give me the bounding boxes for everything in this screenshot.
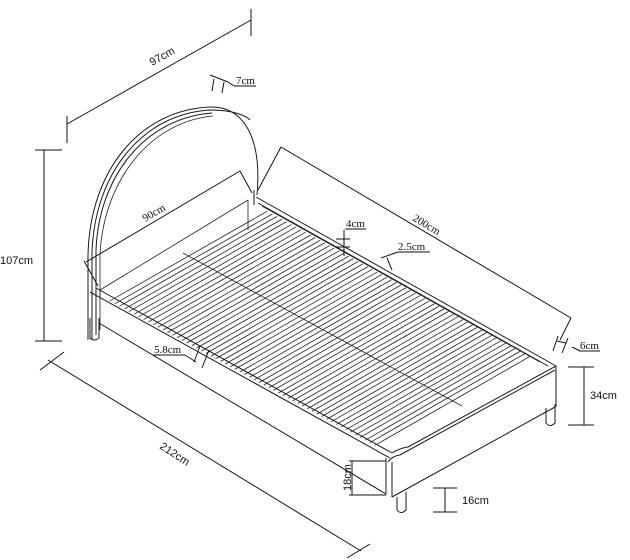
dimension-4cm [336, 228, 366, 256]
dimension-212cm [39, 351, 371, 559]
dimension-34cm [568, 366, 594, 426]
dimension-5-8cm [153, 345, 210, 369]
label-200cm: 200cm [410, 212, 442, 238]
label-34cm: 34cm [590, 390, 617, 402]
center-support-rail [182, 252, 463, 407]
dimension-90cm [83, 170, 253, 287]
label-18cm: 18cm [342, 464, 354, 491]
bed-frame [89, 190, 557, 513]
headboard [87, 106, 259, 341]
dimension-16cm [433, 487, 457, 513]
label-6cm: 6cm [580, 340, 599, 352]
label-7cm: 7cm [236, 75, 255, 87]
dimension-2-5cm [380, 251, 430, 271]
label-2-5cm: 2.5cm [398, 241, 426, 253]
dimension-107cm [35, 149, 62, 342]
dimension-6cm [552, 335, 600, 354]
dimension-200cm [257, 146, 572, 341]
slats [109, 210, 531, 446]
label-97cm: 97cm [148, 45, 177, 69]
dimension-18cm [349, 460, 386, 496]
label-4cm: 4cm [346, 218, 365, 230]
dimension-7cm [209, 74, 256, 94]
label-5-8cm: 5.8cm [154, 344, 182, 356]
label-107cm: 107cm [0, 255, 33, 267]
dimension-97cm [66, 9, 252, 143]
label-16cm: 16cm [462, 495, 489, 507]
